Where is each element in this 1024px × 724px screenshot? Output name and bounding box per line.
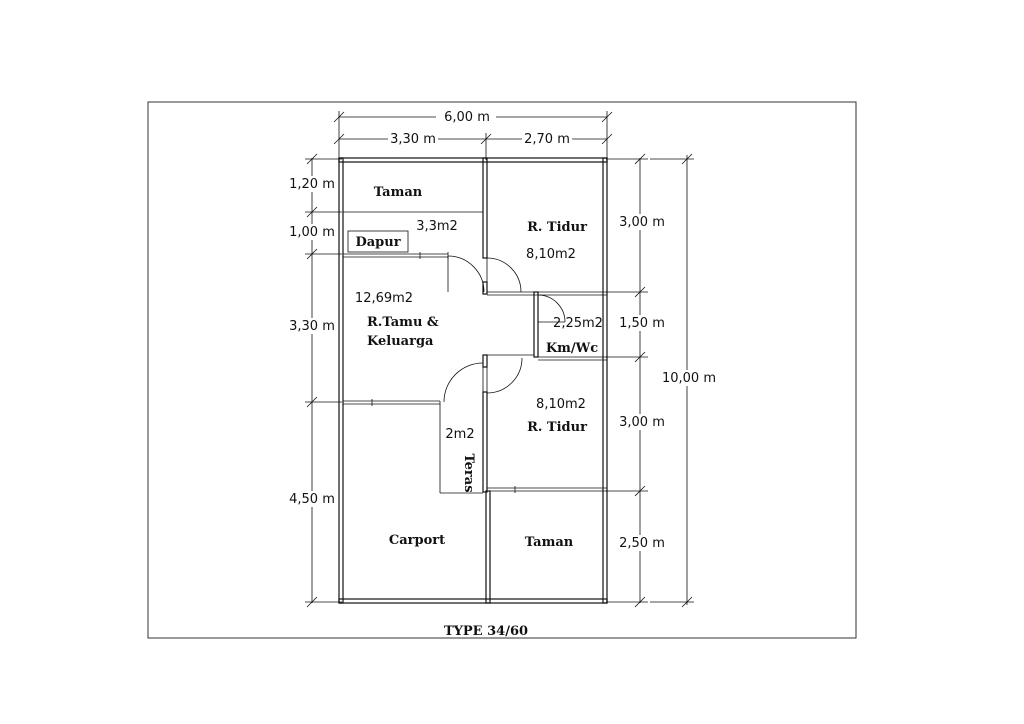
area-tidur-top: 8,10m2 <box>526 247 576 262</box>
dim-left-1: 1,20 m <box>289 177 335 192</box>
room-label-tamu-2: Keluarga <box>367 334 434 349</box>
room-label-tidur-bottom: R. Tidur <box>527 420 587 435</box>
doors <box>443 255 566 403</box>
dim-right-2: 1,50 m <box>619 316 665 331</box>
room-label-carport: Carport <box>389 533 445 548</box>
area-dapur: 3,3m2 <box>416 219 458 234</box>
room-label-taman-bottom: Taman <box>525 535 574 550</box>
plan-title: TYPE 34/60 <box>444 624 528 639</box>
dim-left-2: 1,00 m <box>289 225 335 240</box>
walls <box>338 157 608 604</box>
area-tamu: 12,69m2 <box>355 291 413 306</box>
dim-right-4: 2,50 m <box>619 536 665 551</box>
room-label-tidur-top: R. Tidur <box>527 220 587 235</box>
windows <box>371 252 516 493</box>
dim-top-total: 6,00 m <box>444 110 490 125</box>
room-label-dapur: Dapur <box>355 235 400 250</box>
dim-top-right: 2,70 m <box>524 132 570 147</box>
area-tidur-bottom: 8,10m2 <box>536 397 586 412</box>
dim-right-1: 3,00 m <box>619 215 665 230</box>
dim-left-4: 4,50 m <box>289 492 335 507</box>
room-label-tamu-1: R.Tamu & <box>367 315 439 330</box>
room-label-teras: Teras <box>461 453 476 492</box>
area-kmwc: 2,25m2 <box>553 316 603 331</box>
area-teras: 2m2 <box>445 427 474 442</box>
dim-left-3: 3,30 m <box>289 319 335 334</box>
room-label-taman-top: Taman <box>374 185 423 200</box>
room-label-kmwc: Km/Wc <box>546 341 598 356</box>
dim-right-3: 3,00 m <box>619 415 665 430</box>
dimension-lines <box>305 111 694 608</box>
dim-right-total: 10,00 m <box>662 371 716 386</box>
dim-top-left: 3,30 m <box>390 132 436 147</box>
sheet-frame <box>147 101 857 639</box>
